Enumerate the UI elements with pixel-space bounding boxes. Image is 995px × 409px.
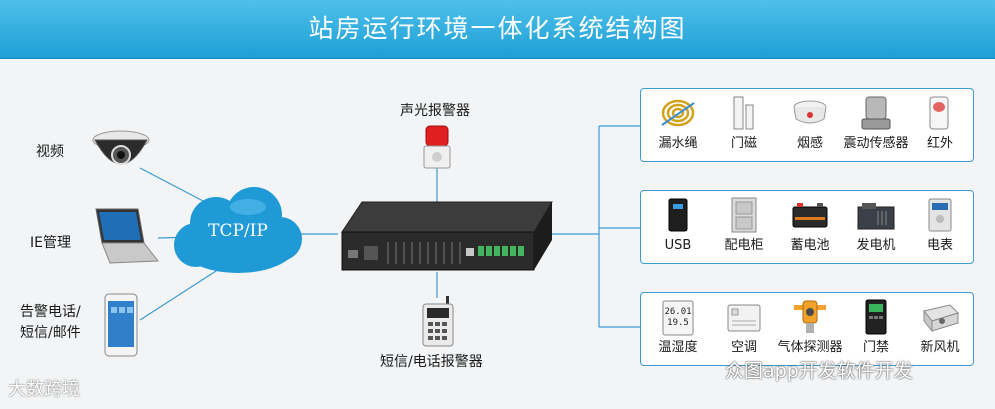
gas-detector-label: 气体探测器	[777, 340, 843, 355]
door-contact-item: 门磁	[709, 89, 779, 163]
smoke-detector-icon	[793, 100, 827, 124]
sensor-panel-environment: 26.01 19.5 温湿度 空调 气体探测器 门禁	[640, 292, 974, 366]
water-leak-rope-label: 漏水绳	[658, 136, 698, 151]
distribution-cabinet-icon	[731, 197, 757, 233]
access-control-item: 门禁	[841, 293, 911, 367]
tcp-ip-cloud-icon	[168, 183, 308, 285]
fresh-air-unit-item: 新风机	[905, 293, 975, 367]
air-conditioner-icon	[727, 304, 761, 332]
smoke-detector-item: 烟感	[775, 89, 845, 163]
fresh-air-unit-icon	[923, 304, 959, 333]
vibration-sensor-label: 震动传感器	[843, 136, 909, 151]
battery-label: 蓄电池	[790, 238, 830, 253]
smoke-detector-label: 烟感	[796, 136, 823, 151]
battery-icon	[792, 203, 828, 228]
ups-label: USB	[664, 238, 692, 253]
generator-label: 发电机	[856, 238, 896, 253]
access-control-label: 门禁	[862, 340, 889, 355]
page-title: 站房运行环境一体化系统结构图	[308, 14, 687, 43]
smartphone-icon	[104, 293, 138, 361]
infrared-sensor-icon	[929, 96, 949, 130]
laptop-icon	[86, 205, 160, 271]
battery-item: 蓄电池	[775, 191, 845, 265]
watermark-right: 众图app开发软件开发	[725, 360, 913, 382]
air-conditioner-label: 空调	[730, 340, 757, 355]
generator-icon	[857, 203, 895, 230]
ups-icon	[668, 198, 688, 232]
sensor-panel-power: USB 配电柜 蓄电池 发电机 电表	[640, 190, 974, 264]
electric-meter-icon	[928, 198, 952, 232]
vibration-sensor-item: 震动传感器	[841, 89, 911, 163]
gsm-alarm-label: 短信/电话报警器	[380, 354, 483, 370]
fresh-air-unit-label: 新风机	[920, 340, 960, 355]
sensor-panel-security: 漏水绳 门磁 烟感 震动传感器 红外	[640, 88, 974, 162]
siren-icon	[420, 124, 454, 174]
alarm-phone-label-line2: 短信/邮件	[20, 325, 81, 341]
ups-item: USB	[643, 191, 713, 265]
generator-item: 发电机	[841, 191, 911, 265]
title-banner	[0, 0, 995, 59]
vibration-sensor-icon	[861, 96, 891, 130]
distribution-cabinet-label: 配电柜	[724, 238, 764, 253]
temp-reading: 26.01	[664, 307, 691, 317]
temp-humidity-label: 温湿度	[658, 340, 698, 355]
gas-detector-item: 气体探测器	[775, 293, 845, 367]
tcp-ip-label: TCP/IP	[208, 221, 268, 241]
air-conditioner-item: 空调	[709, 293, 779, 367]
watermark-left: 大数跨境	[8, 379, 80, 400]
video-label: 视频	[36, 144, 64, 160]
temp-humidity-item: 26.01 19.5 温湿度	[643, 293, 713, 367]
access-control-icon	[865, 299, 887, 335]
water-leak-rope-item: 漏水绳	[643, 89, 713, 163]
distribution-cabinet-item: 配电柜	[709, 191, 779, 265]
temp-humidity-icon: 26.01 19.5	[662, 300, 694, 336]
infrared-sensor-item: 红外	[905, 89, 975, 163]
gas-detector-icon	[794, 300, 826, 333]
ie-management-label: IE管理	[30, 235, 71, 251]
door-contact-icon	[733, 96, 754, 130]
door-contact-label: 门磁	[730, 136, 757, 151]
electric-meter-label: 电表	[926, 238, 953, 253]
gsm-alarm-phone-icon	[420, 296, 456, 352]
water-leak-rope-icon	[661, 99, 695, 127]
alarm-phone-label-line1: 告警电话/	[20, 304, 81, 320]
dome-camera-icon	[90, 128, 152, 182]
siren-label: 声光报警器	[400, 103, 470, 119]
infrared-sensor-label: 红外	[926, 136, 953, 151]
electric-meter-item: 电表	[905, 191, 975, 265]
humidity-reading: 19.5	[667, 318, 689, 328]
controller-unit-icon	[328, 198, 554, 278]
